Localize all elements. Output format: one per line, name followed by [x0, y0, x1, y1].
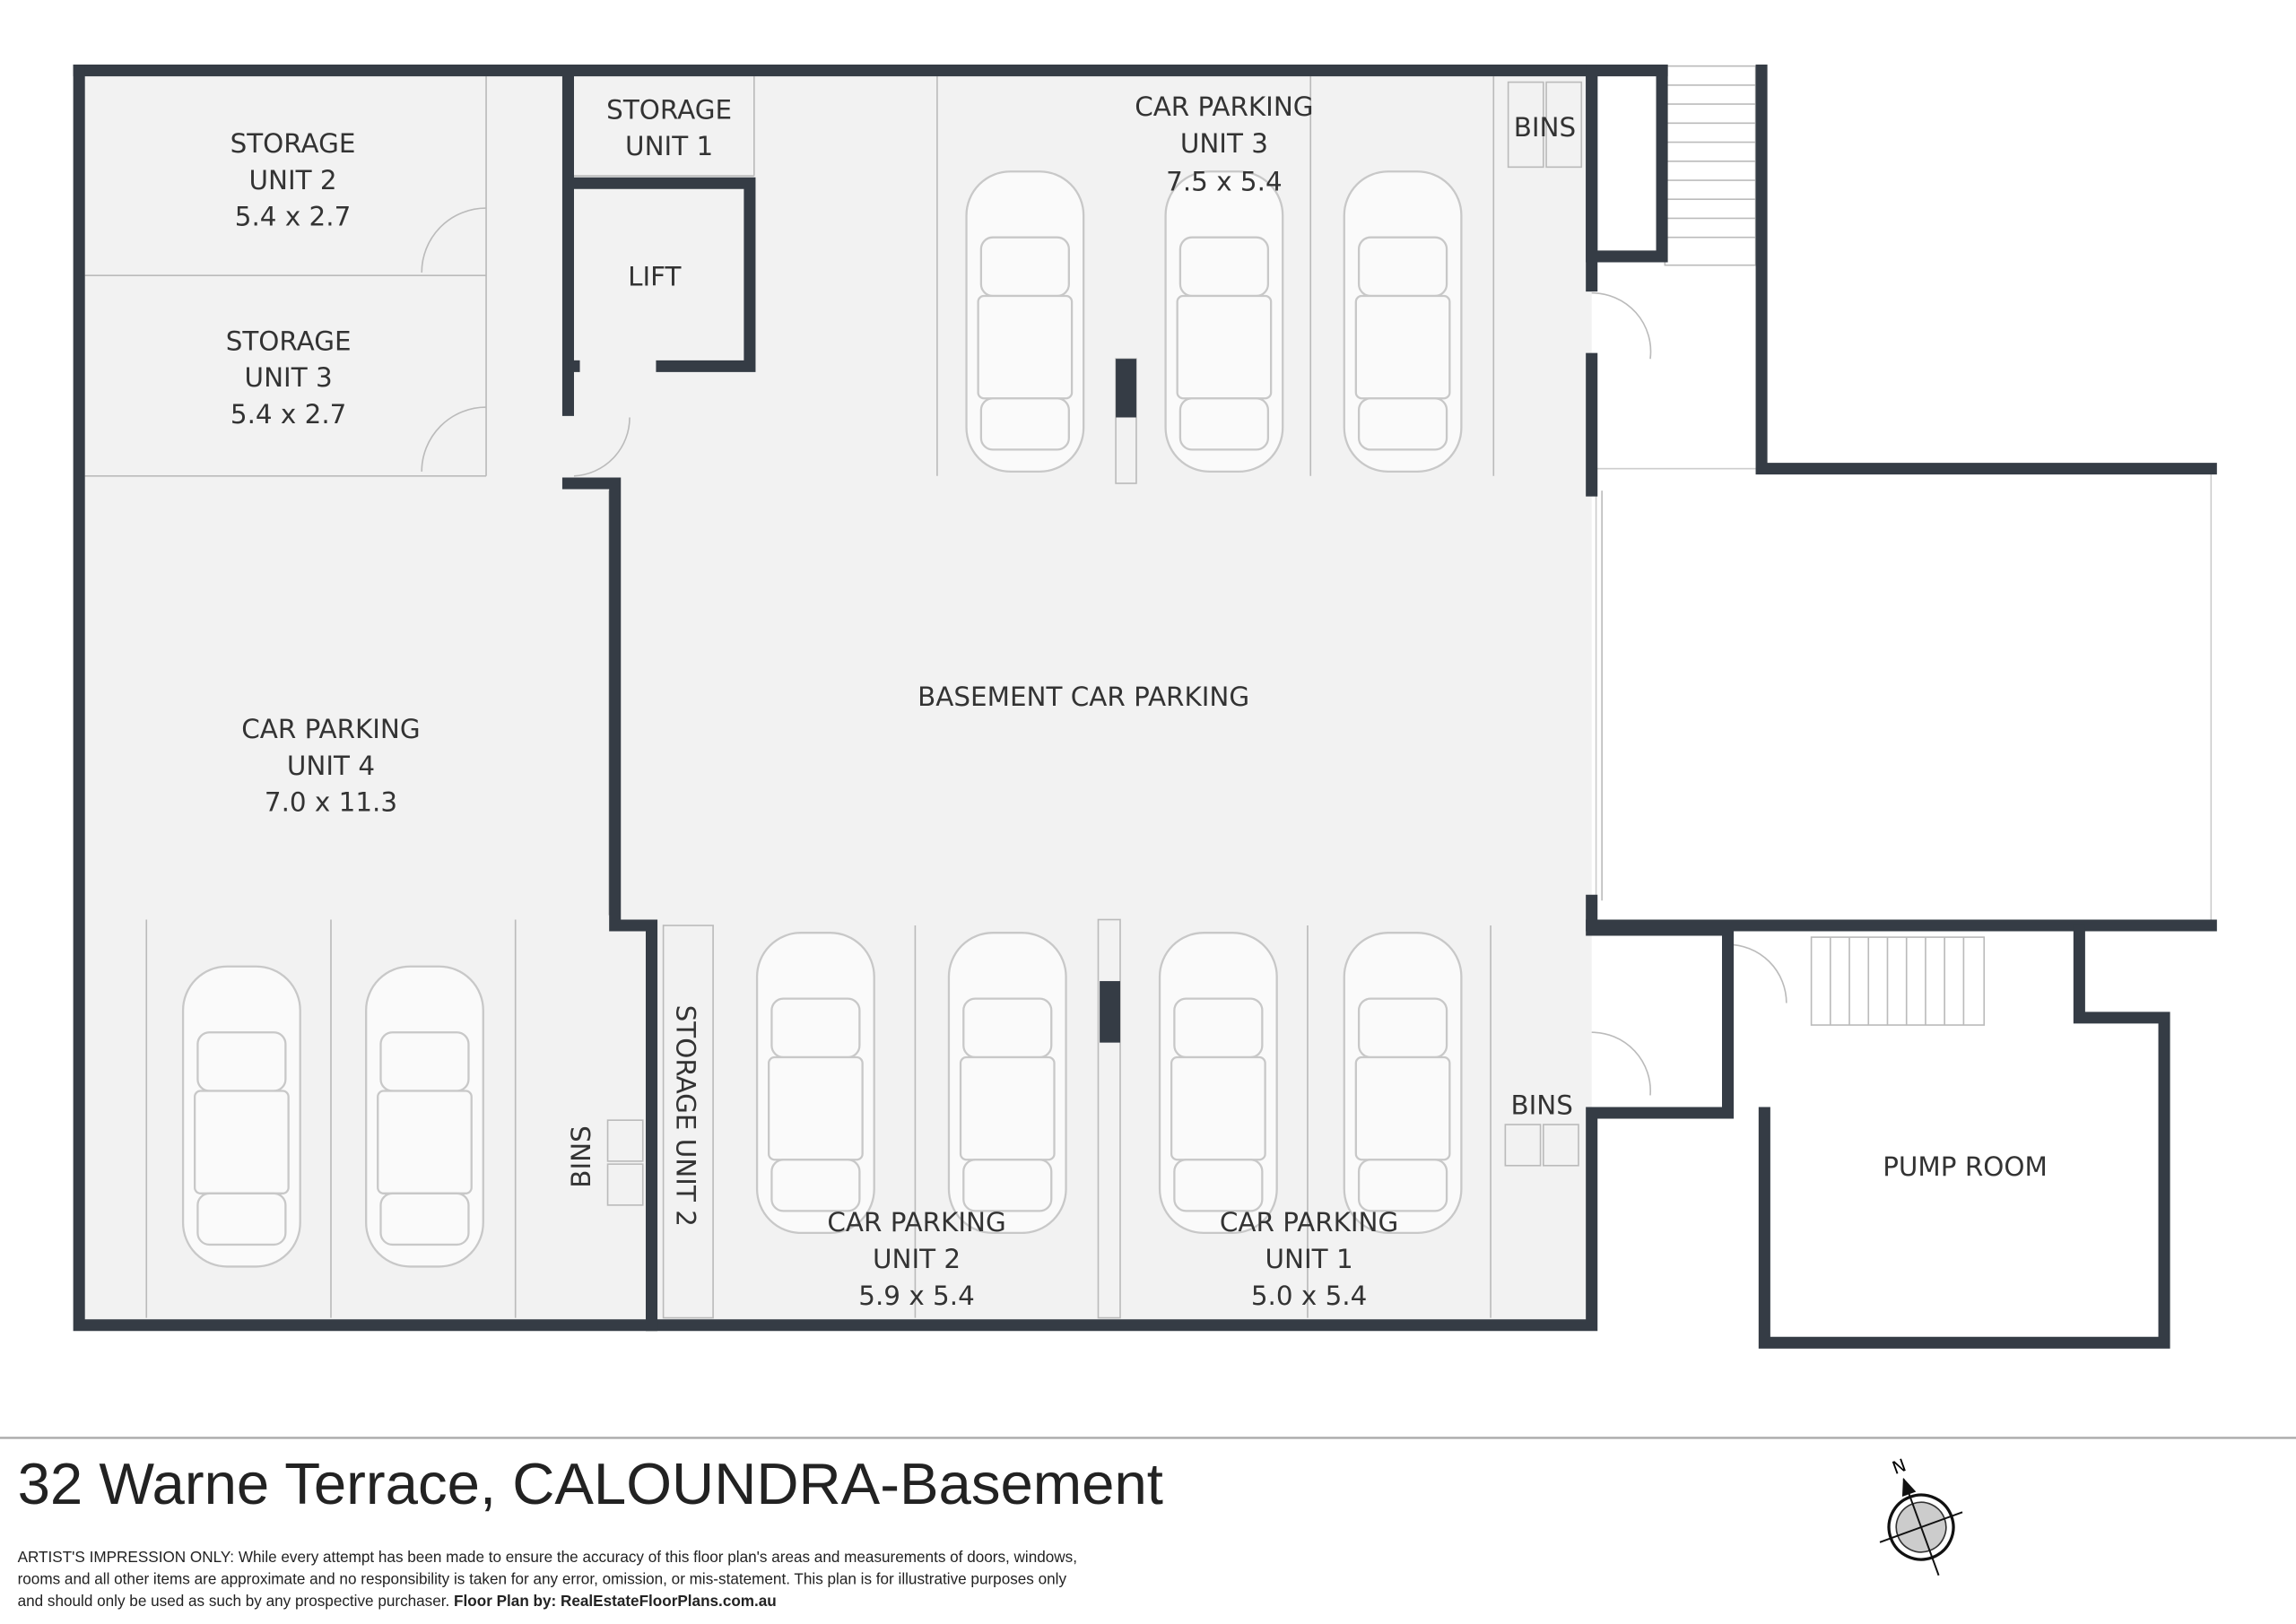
bins-left-label: BINS [566, 1125, 596, 1187]
disclaimer-line-3: and should only be used as such by any p… [18, 1592, 777, 1610]
storage-unit-3-dims: 5.4 x 2.7 [230, 399, 346, 430]
storage-unit-1-name: UNIT 1 [625, 131, 713, 161]
car-parking-4-dims: 7.0 x 11.3 [265, 787, 397, 818]
bins-top-label: BINS [1514, 112, 1576, 143]
car-parking-4-name: UNIT 4 [287, 751, 375, 781]
car-parking-3-dims: 7.5 x 5.4 [1166, 166, 1283, 196]
storage-unit-3-label: STORAGE [226, 326, 352, 356]
car-parking-2-label: CAR PARKING [827, 1207, 1005, 1238]
walls [73, 65, 2217, 1349]
bins-bottom-label: BINS [1510, 1090, 1572, 1121]
pump-room-label: PUMP ROOM [1883, 1151, 2048, 1182]
basement-label: BASEMENT CAR PARKING [918, 682, 1249, 712]
car-parking-1-dims: 5.0 x 5.4 [1251, 1281, 1368, 1311]
storage-unit-2-vertical-label: STORAGE UNIT 2 [670, 1005, 700, 1227]
car-parking-1-label: CAR PARKING [1220, 1207, 1398, 1238]
storage-unit-1-label: STORAGE [606, 94, 732, 125]
credit-link: Floor Plan by: RealEstateFloorPlans.com.… [454, 1592, 777, 1610]
lift-label: LIFT [628, 262, 682, 292]
storage-unit-2-name: UNIT 2 [248, 165, 336, 195]
disclaimer-line-1: ARTIST'S IMPRESSION ONLY: While every at… [18, 1548, 1077, 1566]
compass-icon: N [1879, 1455, 1963, 1576]
svg-text:N: N [1890, 1455, 1909, 1479]
plan-title: 32 Warne Terrace, CALOUNDRA-Basement [18, 1451, 1163, 1516]
storage-unit-2-dims: 5.4 x 2.7 [235, 202, 352, 232]
pillar [1116, 359, 1136, 418]
car-parking-3-label: CAR PARKING [1135, 91, 1313, 122]
storage-unit-2-label: STORAGE [230, 128, 356, 159]
car-parking-1-name: UNIT 1 [1265, 1244, 1353, 1274]
ramp-floor [1595, 467, 2213, 926]
car-parking-4-label: CAR PARKING [241, 714, 420, 744]
storage-unit-3-name: UNIT 3 [245, 362, 333, 393]
disclaimer-line-2: rooms and all other items are approximat… [18, 1570, 1067, 1588]
car-parking-2-dims: 5.9 x 5.4 [858, 1281, 974, 1311]
pillar [1100, 981, 1120, 1043]
car-parking-2-name: UNIT 2 [873, 1244, 961, 1274]
car-parking-3-name: UNIT 3 [1180, 128, 1268, 159]
